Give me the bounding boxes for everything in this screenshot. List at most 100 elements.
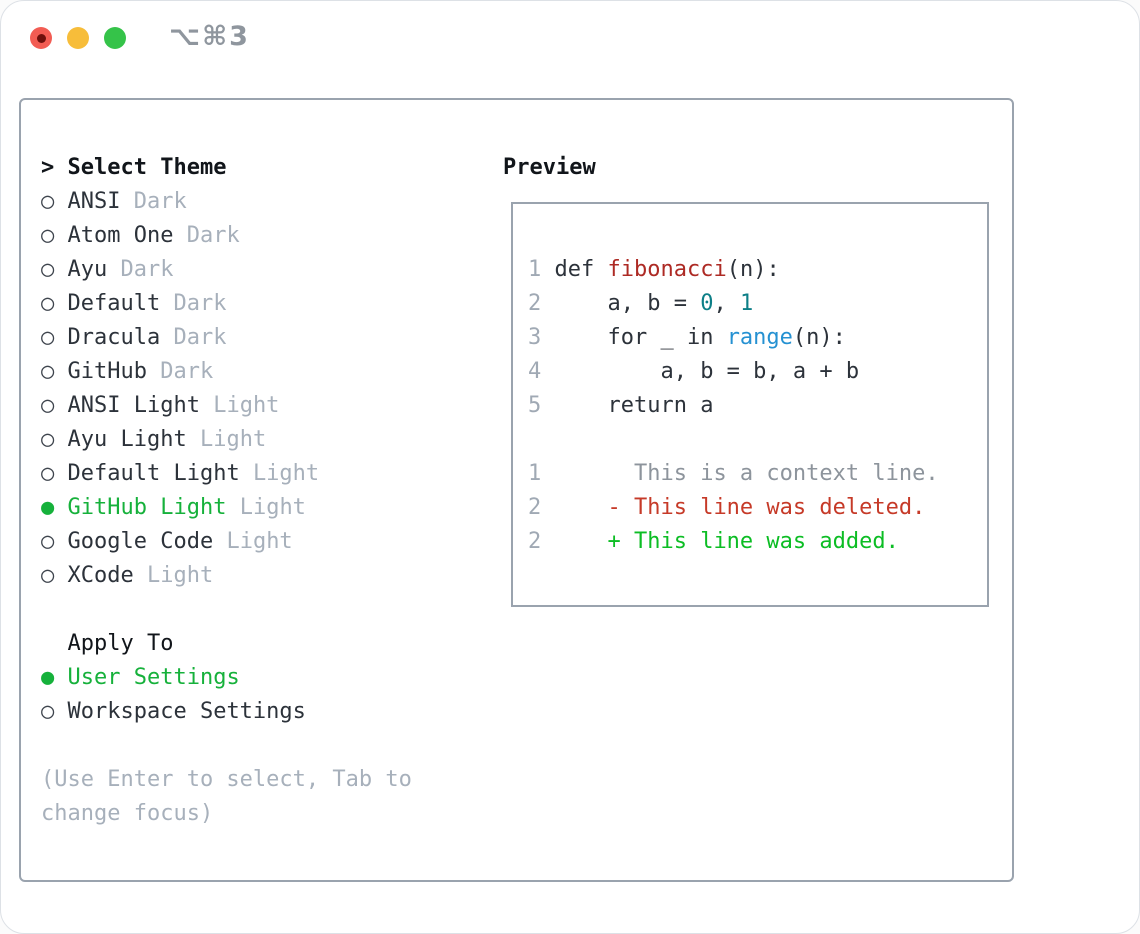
traffic-lights xyxy=(30,27,126,49)
code-line: 5 return a xyxy=(528,389,987,423)
apply-to-options: ● User Settings○ Workspace Settings xyxy=(41,661,471,729)
code-segment: a, b = xyxy=(554,291,701,316)
theme-name: Ayu xyxy=(67,257,108,282)
theme-option[interactable]: ○ Default Dark xyxy=(41,287,471,321)
close-button[interactable] xyxy=(30,27,52,49)
radio-off-icon: ○ xyxy=(41,461,55,486)
code-segment: - This line was deleted. xyxy=(554,495,926,520)
theme-options: ○ ANSI Dark○ Atom One Dark○ Ayu Dark○ De… xyxy=(41,185,471,593)
theme-variant-tag: Light xyxy=(239,495,306,520)
radio-off-icon: ○ xyxy=(41,189,55,214)
theme-variant-tag: Dark xyxy=(173,325,227,350)
theme-option[interactable]: ○ ANSI Light Light xyxy=(41,389,471,423)
window-title: ⌥⌘3 xyxy=(169,21,250,52)
radio-off-icon: ○ xyxy=(41,699,55,724)
line-number: 1 xyxy=(528,461,555,486)
line-number: 1 xyxy=(528,257,555,282)
theme-option[interactable]: ● GitHub Light Light xyxy=(41,491,471,525)
line-number: 2 xyxy=(528,529,555,554)
code-segment: return a xyxy=(554,393,714,418)
code-segment: (n): xyxy=(792,325,846,350)
code-segment: for _ in xyxy=(554,325,727,350)
radio-off-icon: ○ xyxy=(41,359,55,384)
code-segment: fibonacci xyxy=(607,257,727,282)
theme-variant-tag: Light xyxy=(252,461,320,486)
theme-variant-tag: Light xyxy=(226,529,293,554)
theme-name: GitHub Light xyxy=(67,495,227,520)
code-segment: , xyxy=(713,291,740,316)
radio-off-icon: ○ xyxy=(41,393,55,418)
theme-selector-panel: > Select Theme ○ ANSI Dark○ Atom One Dar… xyxy=(19,98,1014,882)
help-text: (Use Enter to select, Tab to change focu… xyxy=(41,767,412,826)
radio-off-icon: ○ xyxy=(41,223,55,248)
line-number: 2 xyxy=(528,495,555,520)
code-line: 1 def fibonacci(n): xyxy=(528,253,987,287)
spacer xyxy=(41,593,471,627)
code-segment: range xyxy=(726,325,793,350)
theme-name: ANSI xyxy=(67,189,121,214)
select-theme-title: Select Theme xyxy=(67,155,227,180)
theme-option[interactable]: ○ XCode Light xyxy=(41,559,471,593)
theme-variant-tag: Dark xyxy=(173,291,227,316)
code-line xyxy=(528,423,987,457)
theme-option[interactable]: ○ GitHub Dark xyxy=(41,355,471,389)
code-line: 2 - This line was deleted. xyxy=(528,491,987,525)
theme-variant-tag: Dark xyxy=(160,359,214,384)
theme-name: Atom One xyxy=(67,223,174,248)
theme-name: Ayu Light xyxy=(67,427,187,452)
select-theme-header: > Select Theme xyxy=(41,151,471,185)
theme-option[interactable]: ○ Default Light Light xyxy=(41,457,471,491)
minimize-button[interactable] xyxy=(67,27,89,49)
theme-variant-tag: Light xyxy=(146,563,214,588)
theme-variant-tag: Light xyxy=(199,427,267,452)
code-segment: (n): xyxy=(726,257,780,282)
theme-name: Google Code xyxy=(67,529,214,554)
line-number: 2 xyxy=(528,291,555,316)
radio-off-icon: ○ xyxy=(41,563,55,588)
theme-variant-tag: Dark xyxy=(133,189,187,214)
code-segment: 1 xyxy=(739,291,754,316)
close-dot-icon xyxy=(36,33,46,43)
theme-option[interactable]: ○ Atom One Dark xyxy=(41,219,471,253)
titlebar: ⌥⌘3 xyxy=(1,1,1139,98)
apply-to-label: User Settings xyxy=(67,665,240,690)
radio-on-icon: ● xyxy=(41,665,55,690)
apply-to-label: Workspace Settings xyxy=(67,699,306,724)
zoom-button[interactable] xyxy=(104,27,126,49)
theme-option[interactable]: ○ ANSI Dark xyxy=(41,185,471,219)
code-line: 1 This is a context line. xyxy=(528,457,987,491)
theme-option[interactable]: ○ Ayu Dark xyxy=(41,253,471,287)
line-number: 5 xyxy=(528,393,555,418)
apply-to-option[interactable]: ● User Settings xyxy=(41,661,471,695)
theme-list: > Select Theme ○ ANSI Dark○ Atom One Dar… xyxy=(41,151,471,831)
theme-name: GitHub xyxy=(67,359,147,384)
line-number xyxy=(528,427,555,452)
radio-off-icon: ○ xyxy=(41,291,55,316)
theme-name: Default xyxy=(67,291,161,316)
theme-variant-tag: Light xyxy=(213,393,280,418)
code-line: 2 a, b = 0, 1 xyxy=(528,287,987,321)
theme-option[interactable]: ○ Ayu Light Light xyxy=(41,423,471,457)
code-segment: This is a context line. xyxy=(554,461,939,486)
theme-name: Default Light xyxy=(67,461,240,486)
radio-off-icon: ○ xyxy=(41,529,55,554)
code-segment: 0 xyxy=(700,291,714,316)
radio-off-icon: ○ xyxy=(41,257,55,282)
theme-variant-tag: Dark xyxy=(186,223,240,248)
theme-option[interactable]: ○ Google Code Light xyxy=(41,525,471,559)
radio-off-icon: ○ xyxy=(41,427,55,452)
radio-on-icon: ● xyxy=(41,495,55,520)
theme-option[interactable]: ○ Dracula Dark xyxy=(41,321,471,355)
code-segment: a, b = b, a + b xyxy=(554,359,860,384)
apply-to-header: Apply To xyxy=(67,631,174,656)
apply-to-option[interactable]: ○ Workspace Settings xyxy=(41,695,471,729)
code-line: 2 + This line was added. xyxy=(528,525,987,559)
preview-header: Preview xyxy=(503,155,596,180)
code-segment: + This line was added. xyxy=(554,529,899,554)
line-number: 3 xyxy=(528,325,555,350)
prompt-icon: > xyxy=(41,155,55,180)
